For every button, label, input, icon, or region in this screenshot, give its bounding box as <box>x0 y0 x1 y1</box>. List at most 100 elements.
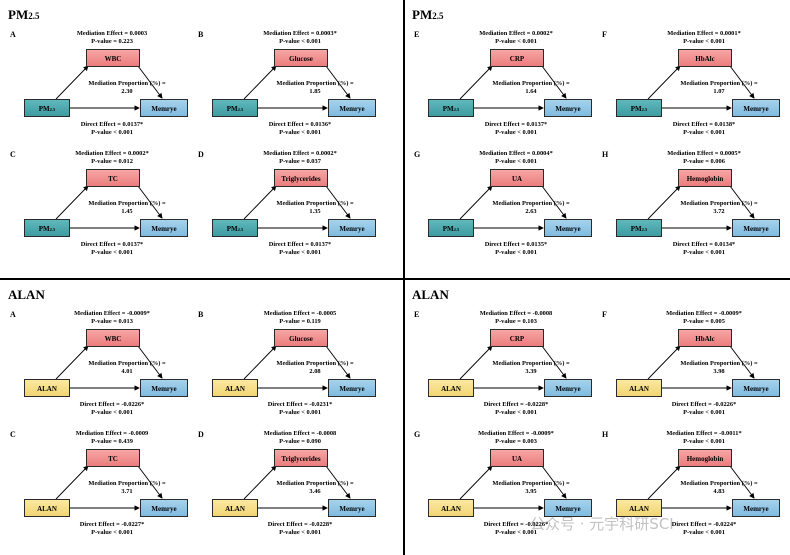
direct-p-value: P-value < 0.001 <box>91 409 133 416</box>
mediation-proportion-label: Mediation Proportion (%) = <box>276 360 354 367</box>
mediation-effect-text: Mediation Effect = 0.0004* <box>479 150 553 157</box>
exposure-box: PM2.5 <box>616 99 662 117</box>
mediation-proportion-label: Mediation Proportion (%) = <box>88 360 166 367</box>
exposure-subscript: 2.5 <box>641 107 648 112</box>
diagram-letter: B <box>198 310 204 319</box>
mediator-box: TC <box>86 169 140 187</box>
mediation-proportion-label: Mediation Proportion (%) = <box>276 80 354 87</box>
mediator-to-outcome-arrow <box>541 465 567 499</box>
outcome-box: Memrye <box>140 219 188 237</box>
direct-effect-text: Direct Effect = -0.0228* <box>267 521 333 528</box>
exposure-subscript: 2.5 <box>237 107 244 112</box>
mediation-proportion-value: 1.64 <box>525 88 537 95</box>
direct-p-value: P-value < 0.001 <box>495 129 537 136</box>
exposure-to-mediator-arrow <box>459 345 493 380</box>
outcome-box: Memrye <box>732 219 780 237</box>
mediator-to-outcome-arrow <box>325 65 351 99</box>
mediation-proportion-value: 1.07 <box>713 88 725 95</box>
mediator-box: Glucose <box>274 329 328 347</box>
mediation-proportion-value: 1.35 <box>309 208 321 215</box>
exposure-box: ALAN <box>212 499 258 517</box>
outcome-box: Memrye <box>328 379 376 397</box>
mediation-effect-text: Mediation Effect = 0.0003* <box>263 30 337 37</box>
direct-p-value: P-value < 0.001 <box>495 409 537 416</box>
direct-effect-text: Direct Effect = -0.0226* <box>671 401 737 408</box>
mediator-box: CRP <box>490 329 544 347</box>
mediator-to-outcome-arrow <box>541 345 567 379</box>
direct-effect-text: Direct Effect = -0.0231* <box>267 401 333 408</box>
mediation-proportion-label: Mediation Proportion (%) = <box>276 480 354 487</box>
mediator-box: Triglycerides <box>274 169 328 187</box>
mediation-p-value: P-value = 0.003 <box>495 438 537 445</box>
mediation-p-value: P-value < 0.001 <box>683 438 725 445</box>
direct-effect-text: Direct Effect = 0.0134* <box>672 241 736 248</box>
mediation-proportion-value: 3.46 <box>309 488 321 495</box>
panel-title-subscript: 2.5 <box>28 11 40 21</box>
mediator-to-outcome-arrow <box>729 185 755 219</box>
path-arrows <box>459 345 567 391</box>
outcome-box: Memrye <box>544 99 592 117</box>
mediation-p-value: P-value = 0.119 <box>279 318 321 325</box>
direct-effect-text: Direct Effect = -0.0226* <box>483 521 549 528</box>
mediation-proportion-label: Mediation Proportion (%) = <box>680 80 758 87</box>
mediator-box: Hemoglobin <box>678 169 732 187</box>
outcome-box: Memrye <box>544 499 592 517</box>
exposure-to-mediator-arrow <box>459 465 493 500</box>
exposure-label: PM <box>226 105 238 113</box>
diagram-letter: H <box>602 430 609 439</box>
exposure-box: ALAN <box>212 379 258 397</box>
panel-title-main: ALAN <box>8 287 45 302</box>
direct-p-value: P-value < 0.001 <box>91 249 133 256</box>
exposure-box: ALAN <box>616 499 662 517</box>
exposure-box: PM2.5 <box>24 219 70 237</box>
mediation-proportion-value: 3.95 <box>525 488 537 495</box>
path-arrows <box>55 465 163 511</box>
exposure-box: PM2.5 <box>212 99 258 117</box>
exposure-to-mediator-arrow <box>647 345 681 380</box>
exposure-to-mediator-arrow <box>55 65 89 100</box>
panel-title: ALAN <box>412 287 449 303</box>
mediation-proportion-label: Mediation Proportion (%) = <box>88 200 166 207</box>
exposure-to-mediator-arrow <box>243 345 277 380</box>
exposure-box: PM2.5 <box>616 219 662 237</box>
panel-title: ALAN <box>8 287 45 303</box>
exposure-box: PM2.5 <box>428 99 474 117</box>
mediator-to-outcome-arrow <box>137 465 163 499</box>
mediation-p-value: P-value = 0.037 <box>279 158 321 165</box>
exposure-to-mediator-arrow <box>243 65 277 100</box>
mediation-proportion-label: Mediation Proportion (%) = <box>276 200 354 207</box>
direct-p-value: P-value < 0.001 <box>495 249 537 256</box>
mediation-proportion-label: Mediation Proportion (%) = <box>680 480 758 487</box>
exposure-box: ALAN <box>428 499 474 517</box>
mediation-p-value: P-value < 0.001 <box>495 158 537 165</box>
mediation-proportion-value: 3.72 <box>713 208 725 215</box>
mediator-box: HbAlc <box>678 49 732 67</box>
diagram-letter: G <box>414 430 421 439</box>
exposure-to-mediator-arrow <box>243 185 277 220</box>
direct-effect-text: Direct Effect = -0.0226* <box>79 401 145 408</box>
diagram-letter: G <box>414 150 421 159</box>
mediation-p-value: P-value = 0.439 <box>91 438 133 445</box>
mediator-box: WBC <box>86 329 140 347</box>
exposure-label: PM <box>442 105 454 113</box>
mediator-to-outcome-arrow <box>541 65 567 99</box>
mediation-p-value: P-value = 0.223 <box>91 38 133 45</box>
path-arrows <box>459 65 567 111</box>
mediator-to-outcome-arrow <box>325 465 351 499</box>
mediation-effect-text: Mediation Effect = -0.0008 <box>479 310 553 317</box>
panel-title-subscript: 2.5 <box>432 11 444 21</box>
direct-p-value: P-value < 0.001 <box>279 529 321 536</box>
mediation-effect-text: Mediation Effect = -0.0005 <box>263 310 337 317</box>
mediation-proportion-label: Mediation Proportion (%) = <box>492 200 570 207</box>
outcome-box: Memrye <box>732 499 780 517</box>
exposure-subscript: 2.5 <box>237 227 244 232</box>
path-arrows <box>647 185 755 231</box>
exposure-label: ALAN <box>629 505 649 513</box>
mediator-box: Triglycerides <box>274 449 328 467</box>
